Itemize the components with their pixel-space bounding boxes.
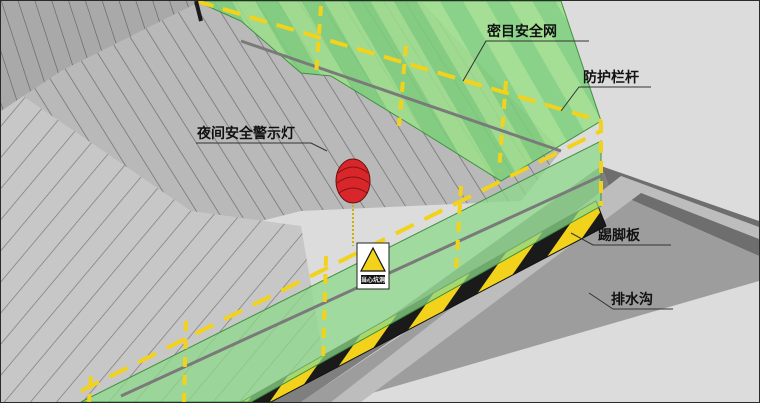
guard-rail-front-top [80, 129, 602, 393]
rail-post [454, 185, 463, 272]
warning-triangle-icon [360, 246, 386, 272]
rail-post [87, 375, 93, 402]
guard-rail-back-top [195, 1, 602, 123]
rail-post [194, 1, 203, 22]
rail-post [182, 320, 188, 402]
hazard-sign-text: 当心坑洞 [361, 276, 385, 284]
warning-lamp-grille [336, 166, 370, 194]
leader-drain-ditch [588, 292, 673, 310]
leader-safety-net [462, 40, 589, 82]
drain-ditch-lip [331, 176, 759, 402]
warning-lamp [335, 158, 371, 204]
label-toe-board: 踢脚板 [598, 227, 641, 244]
pit-slope-left [1, 1, 201, 111]
label-safety-net: 密目安全网 [486, 23, 557, 40]
leader-toe-board [570, 232, 671, 246]
leader-guard-rail [560, 86, 651, 112]
label-guard-rail: 防护栏杆 [583, 69, 639, 86]
hazard-sign-banner [361, 275, 385, 284]
rail-post [397, 45, 408, 127]
guard-rail-back-mid [240, 39, 562, 153]
leader-night-lamp [196, 142, 328, 152]
rail-post [497, 80, 508, 172]
label-drain-ditch: 排水沟 [611, 291, 653, 308]
rail-post [314, 5, 323, 77]
label-night-lamp: 夜间安全警示灯 [196, 125, 295, 142]
